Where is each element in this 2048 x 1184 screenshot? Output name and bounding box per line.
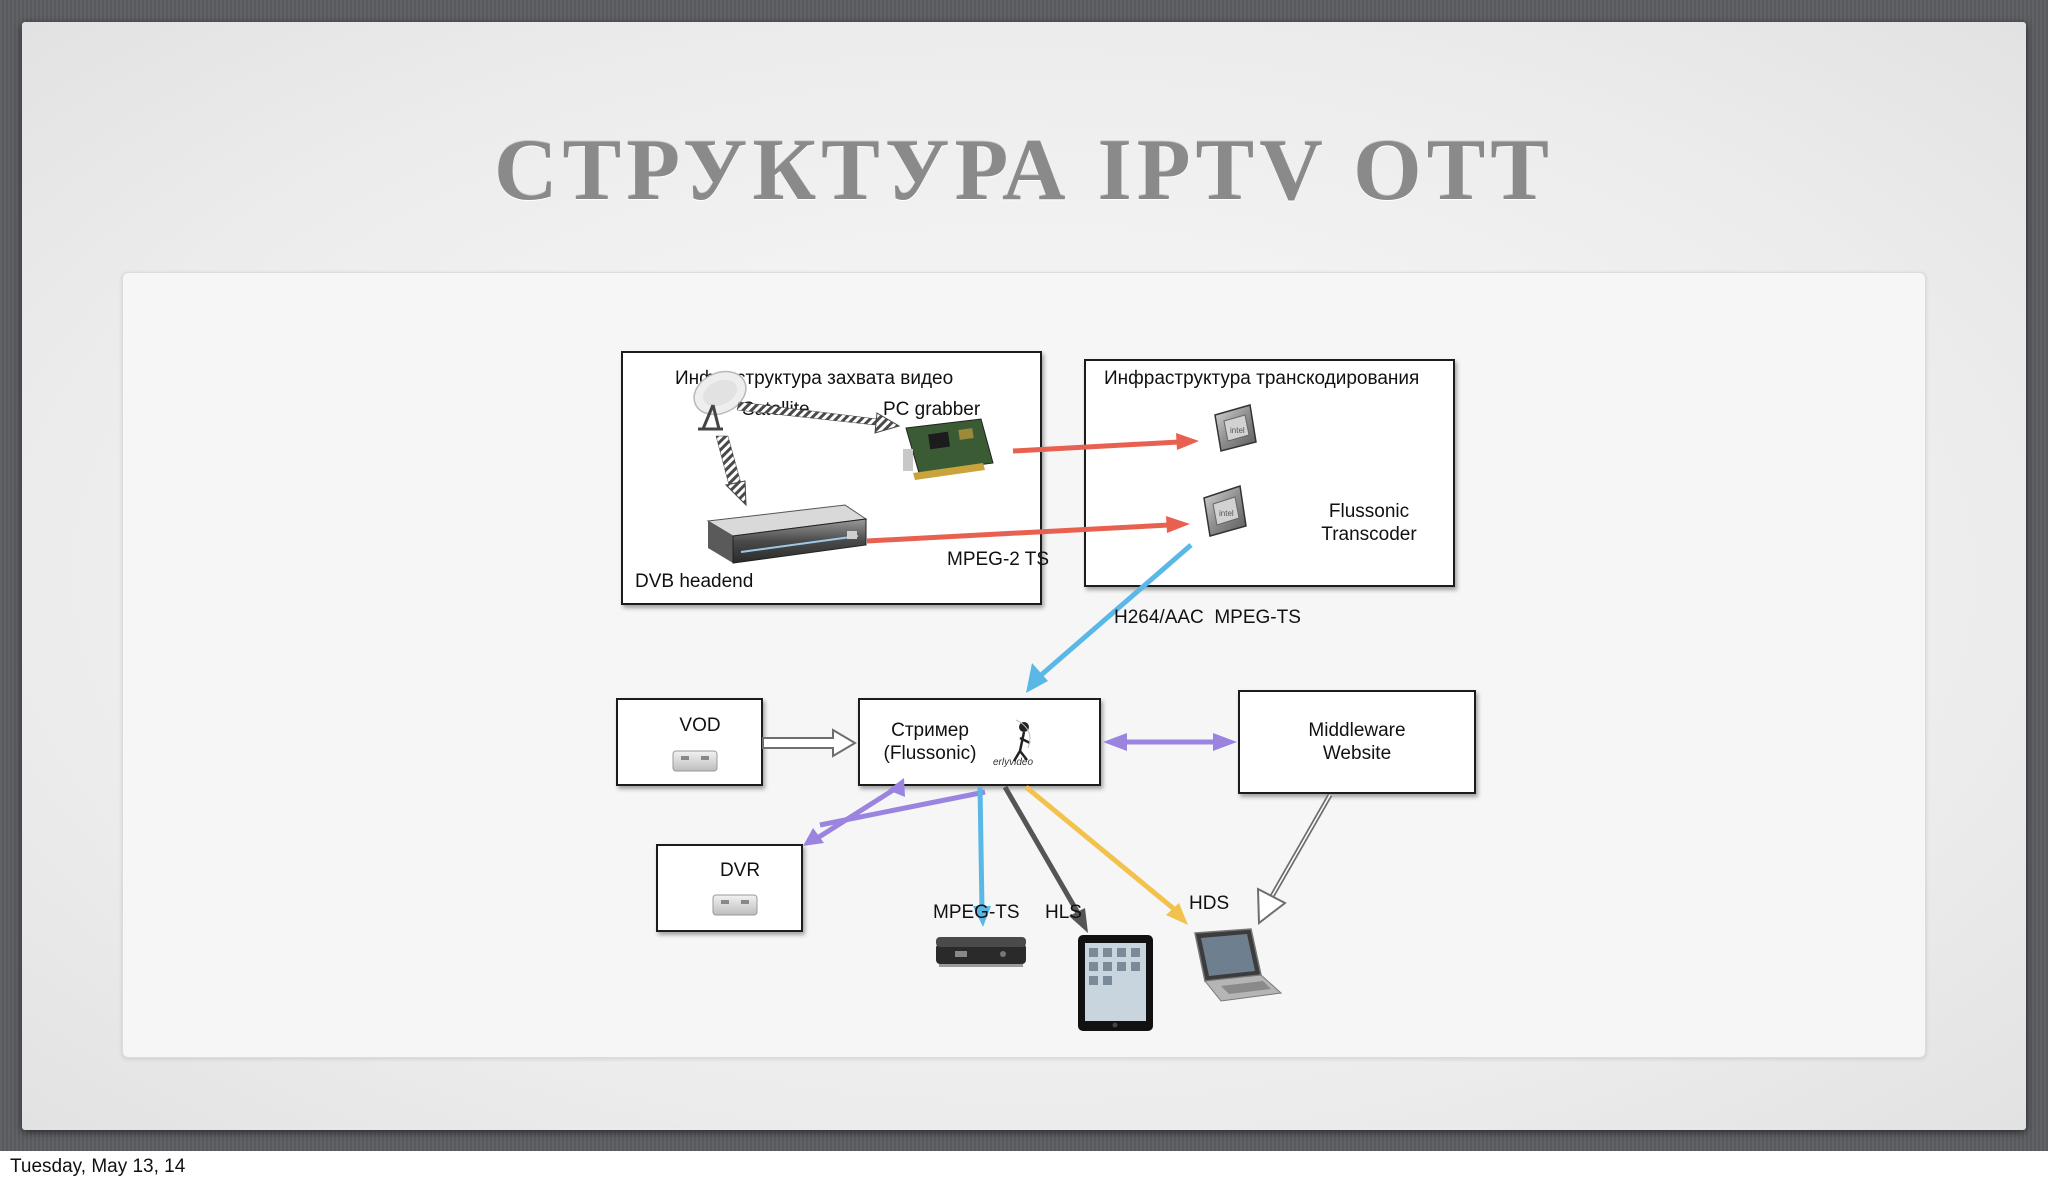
footer-date: Tuesday, May 13, 14	[10, 1156, 186, 1177]
dvb-to-transcoder-arrow	[866, 516, 1190, 544]
satellite-dish-icon	[693, 370, 747, 431]
dvb-headend-label: DVB headend	[635, 571, 753, 592]
satellite-to-grabber-arrow	[736, 401, 901, 434]
dvr-label: DVR	[720, 860, 760, 881]
protocol-hds-label: HDS	[1189, 893, 1229, 914]
svg-text:intel: intel	[1219, 509, 1234, 518]
transcode-group-title: Инфраструктура транскодирования	[1104, 368, 1419, 389]
middleware-label-line1: Middleware	[1308, 720, 1405, 741]
erlyvideo-logo-text: erlyvideo	[993, 757, 1033, 768]
streamer-to-settopbox-arrow	[973, 786, 991, 927]
pc-grabber-card-icon	[903, 418, 994, 480]
capture-group-box	[621, 351, 1042, 605]
transcoder-label-line2: Transcoder	[1321, 524, 1417, 545]
iptv-diagram: Инфраструктура захвата видео Satellite P…	[616, 351, 1476, 1031]
vod-label: VOD	[679, 715, 720, 736]
satellite-to-dvb-arrow	[715, 435, 747, 507]
footer-bar: Tuesday, May 13, 14	[0, 1151, 2048, 1184]
mpeg2-ts-label: MPEG-2 TS	[947, 549, 1049, 570]
streamer-label-line1: Стример	[891, 720, 969, 741]
streamer-middleware-arrow	[1103, 733, 1237, 751]
stream-format-label: H264/AAC MPEG-TS	[1114, 607, 1301, 628]
erlyvideo-logo-icon: erlyvideo	[993, 719, 1033, 768]
pc-grabber-label: PC grabber	[883, 399, 981, 420]
vod-to-streamer-arrow	[762, 728, 857, 758]
middleware-label-line2: Website	[1323, 743, 1391, 764]
vod-box	[616, 698, 763, 786]
transcoder-label-line1: Flussonic	[1329, 501, 1409, 522]
streamer-to-tablet-arrow	[1002, 785, 1088, 933]
streamer-to-laptop-arrow	[1024, 785, 1188, 925]
slide-title: СТРУКТУРА IPTV OTT	[493, 122, 1555, 219]
storage-drive-icon-vod	[672, 750, 718, 772]
cpu-chip-icon-2: intel	[1203, 485, 1247, 537]
storage-drive-icon-dvr	[712, 894, 758, 916]
laptop-icon	[1194, 928, 1283, 1002]
streamer-dvr-arrow	[803, 778, 986, 846]
transcoder-to-streamer-arrow	[1026, 543, 1193, 693]
cpu-chip-icon-1: intel	[1214, 404, 1257, 452]
protocol-mpegts-label: MPEG-TS	[933, 902, 1020, 923]
middleware-box	[1238, 690, 1476, 794]
dvb-headend-rack-icon	[706, 504, 868, 564]
transcode-group-box	[1084, 359, 1455, 587]
set-top-box-icon	[936, 937, 1026, 967]
streamer-box	[858, 698, 1101, 786]
svg-text:intel: intel	[1230, 426, 1245, 435]
streamer-label-line2: (Flussonic)	[884, 743, 977, 764]
diagram-panel: Инфраструктура захвата видео Satellite P…	[122, 272, 1926, 1058]
protocol-hls-label: HLS	[1045, 902, 1082, 923]
slide: СТРУКТУРА IPTV OTT	[22, 22, 2026, 1130]
dvr-box	[656, 844, 803, 932]
tablet-icon	[1078, 935, 1153, 1031]
grabber-to-transcoder-arrow	[1012, 433, 1199, 454]
middleware-to-laptop-arrow	[1256, 793, 1333, 925]
